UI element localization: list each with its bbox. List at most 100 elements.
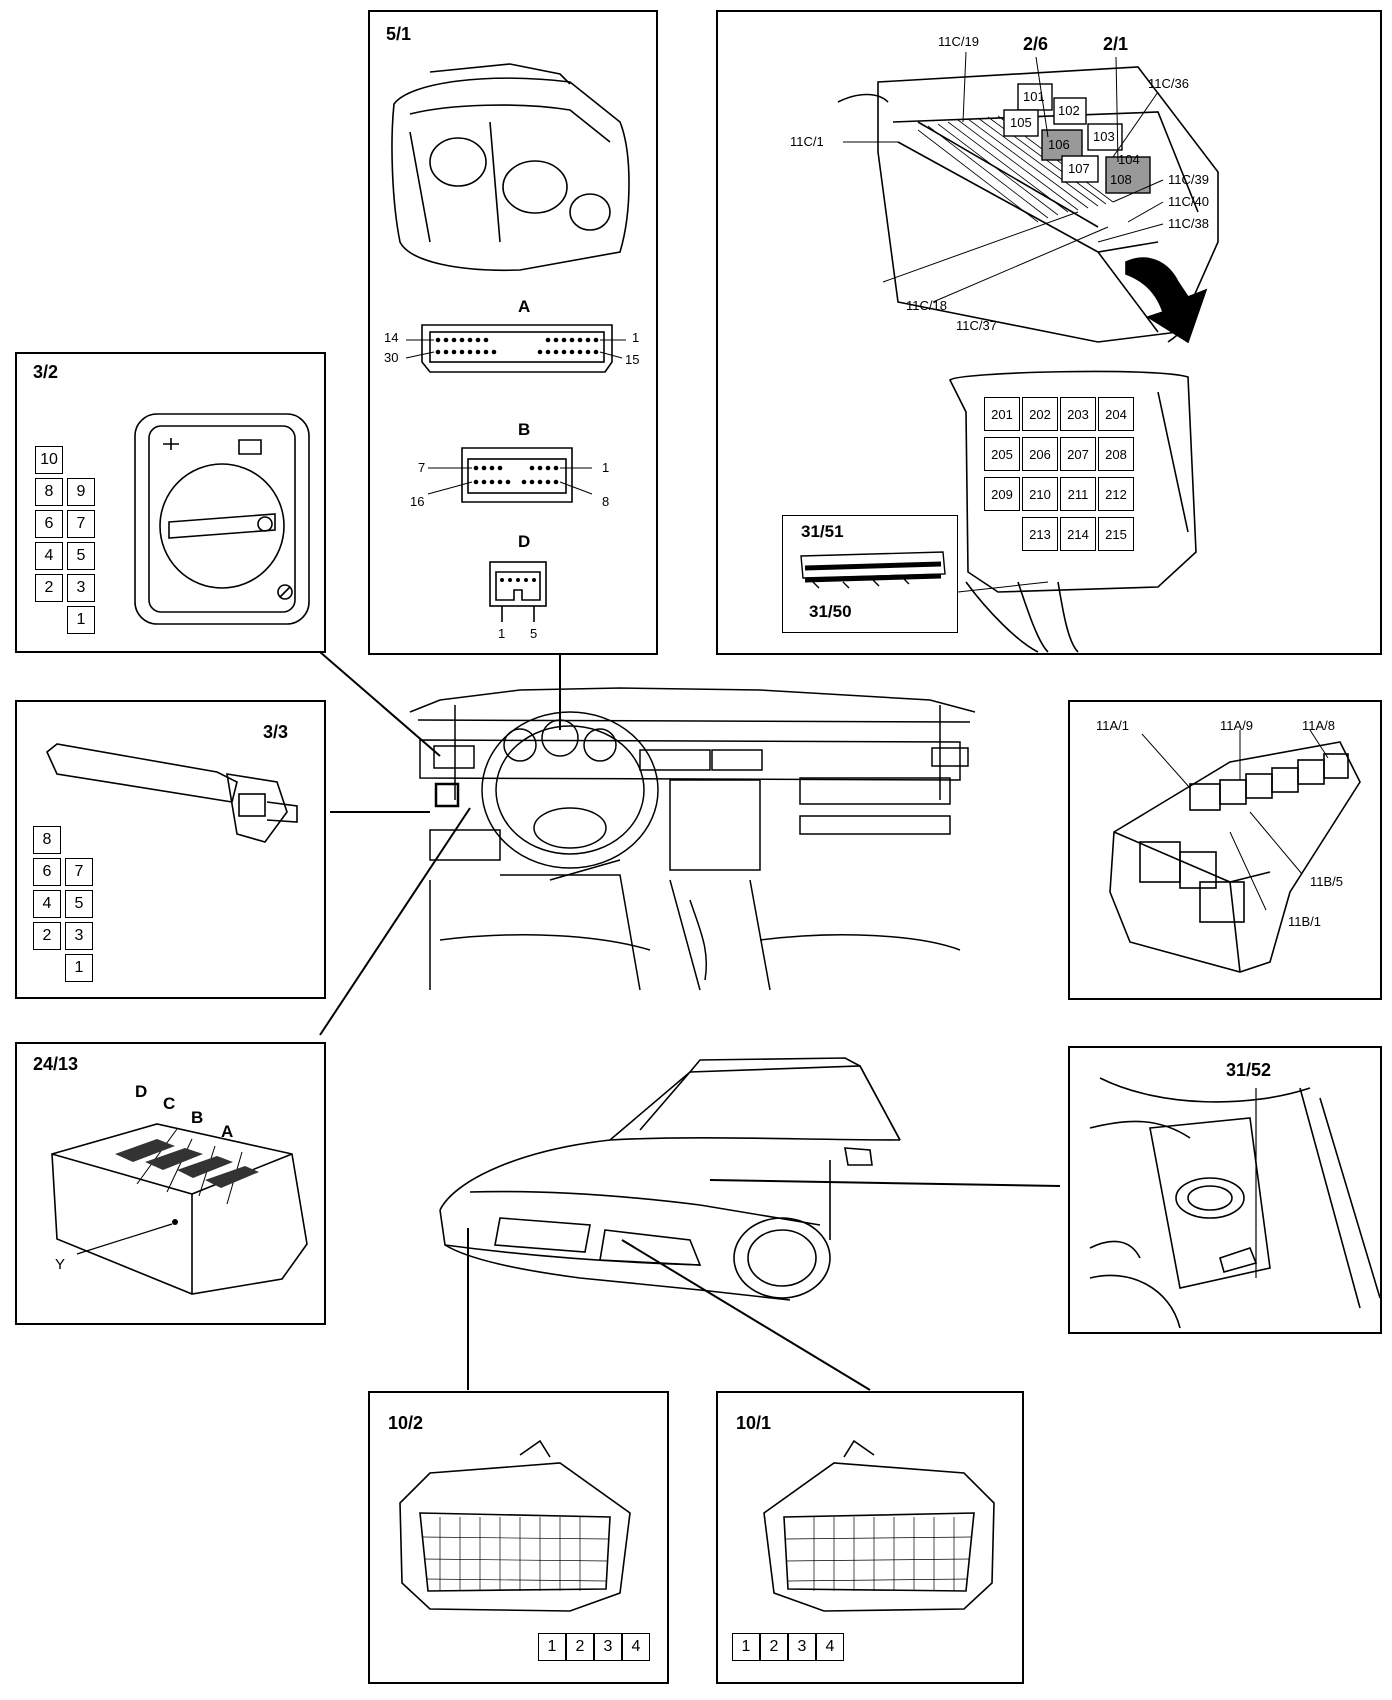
- relay-108: 108: [1110, 172, 1132, 187]
- relay-206: 206: [1022, 437, 1058, 471]
- conn-d-pin-1: 1: [498, 626, 506, 641]
- callout-2-6: 2/6: [1023, 34, 1049, 54]
- relay-104: 104: [1118, 152, 1140, 167]
- panel-label: 10/2: [388, 1413, 424, 1433]
- relay-106: 106: [1048, 137, 1070, 152]
- panel-label: 3/2: [33, 362, 59, 382]
- relay-101: 101: [1023, 89, 1045, 104]
- connector-b-label: B: [518, 420, 531, 439]
- relay-215: 215: [1098, 517, 1134, 551]
- connector-a-label: A: [518, 297, 531, 316]
- switch-pin-6: 6: [35, 510, 63, 538]
- relay-210: 210: [1022, 477, 1058, 511]
- engine-bay-illustration: [1089, 1077, 1381, 1329]
- lamp-pin-4: 4: [622, 1633, 650, 1661]
- callout-11c-36: 11C/36: [1148, 76, 1189, 91]
- dashboard-illustration: [409, 687, 976, 991]
- callout-11c-18: 11C/18: [906, 298, 947, 313]
- relay-103: 103: [1093, 129, 1115, 144]
- panel-fusebox: 11C/19 2/6 2/1 11C/36 11C/1 11C/39 11C/4…: [716, 10, 1382, 655]
- relay-213: 213: [1022, 517, 1058, 551]
- relay-202: 202: [1022, 397, 1058, 431]
- switch-pin-8: 8: [35, 478, 63, 506]
- relay-204: 204: [1098, 397, 1134, 431]
- stalk-pin-2: 2: [33, 922, 61, 950]
- stalk-pin-3: 3: [65, 922, 93, 950]
- switch-pin-9: 9: [67, 478, 95, 506]
- conn-b-pin-8: 8: [602, 494, 610, 509]
- panel-label: 3/3: [263, 722, 289, 742]
- panel-relaybox-11: 11A/1 11A/9 11A/8 11B/5 11B/1: [1068, 700, 1382, 1000]
- lamp-pin-2: 2: [566, 1633, 594, 1661]
- stalk-pin-5: 5: [65, 890, 93, 918]
- callout-11a-9: 11A/9: [1220, 718, 1254, 733]
- panel-10-2: 10/2 1 2 3 4: [368, 1391, 669, 1684]
- callout-11c-37: 11C/37: [956, 318, 997, 333]
- stalk-pin-8: 8: [33, 826, 61, 854]
- stalk-pin-6: 6: [33, 858, 61, 886]
- conn-b-pin-16: 16: [410, 494, 425, 509]
- relay-211: 211: [1060, 477, 1096, 511]
- fuse-letter-a: A: [221, 1122, 234, 1141]
- callout-11b-5: 11B/5: [1310, 874, 1344, 889]
- lamp-pin-1: 1: [538, 1633, 566, 1661]
- connector-d-label: D: [518, 532, 531, 551]
- callout-11c-40: 11C/40: [1168, 194, 1209, 209]
- fuse-letter-b: B: [191, 1108, 204, 1127]
- car-illustration: [439, 1057, 901, 1301]
- callout-11a-1: 11A/1: [1096, 718, 1130, 733]
- relay-208: 208: [1098, 437, 1134, 471]
- panel-3-3: 3/3 8 6 7 4 5 2 3 1: [15, 700, 326, 999]
- conn-b-pin-1: 1: [602, 460, 610, 475]
- conn-a-pin-14: 14: [384, 330, 399, 345]
- relay-205: 205: [984, 437, 1020, 471]
- connector-a: [405, 324, 626, 373]
- panel-31-52: 31/52: [1068, 1046, 1382, 1334]
- callout-11b-1: 11B/1: [1288, 914, 1322, 929]
- callout-11c-19: 11C/19: [938, 34, 979, 49]
- panel-24-13: 24/13 D C B A Y: [15, 1042, 326, 1325]
- switch-pin-5: 5: [67, 542, 95, 570]
- light-switch-illustration: [134, 413, 310, 625]
- lamp-pin-2: 2: [760, 1633, 788, 1661]
- instrument-cluster-illustration: [391, 63, 630, 272]
- panel-10-1: 10/1 1 2 3 4: [716, 1391, 1024, 1684]
- callout-11c-1: 11C/1: [790, 134, 824, 149]
- fuse-letter-d: D: [135, 1082, 148, 1101]
- leader-lines: [319, 651, 1061, 1391]
- marker-y: Y: [55, 1256, 66, 1273]
- relay-box-illustration: [1109, 729, 1361, 973]
- conn-b-pin-7: 7: [418, 460, 426, 475]
- panel-5-1: 5/1 A 14 30 1 15: [368, 10, 658, 655]
- inset-label-31-50: 31/50: [809, 602, 852, 621]
- callout-11a-8: 11A/8: [1302, 718, 1336, 733]
- relay-207: 207: [1060, 437, 1096, 471]
- conn-a-pin-1: 1: [632, 330, 640, 345]
- stalk-switch-illustration: [46, 743, 298, 843]
- lamp-pin-4: 4: [816, 1633, 844, 1661]
- fuse-holder-illustration: [51, 1123, 308, 1295]
- connector-d: [489, 561, 547, 622]
- relay-203: 203: [1060, 397, 1096, 431]
- panel-3-2: 3/2 10 8 9 6 7 4 5 2 3 1: [15, 352, 326, 653]
- callout-2-1: 2/1: [1103, 34, 1129, 54]
- stalk-pin-4: 4: [33, 890, 61, 918]
- panel-label: 31/52: [1226, 1060, 1272, 1080]
- switch-pin-10: 10: [35, 446, 63, 474]
- lamp-pin-3: 3: [594, 1633, 622, 1661]
- conn-d-pin-5: 5: [530, 626, 538, 641]
- relay-212: 212: [1098, 477, 1134, 511]
- central-electrical-unit-illustration: [837, 51, 1219, 653]
- switch-pin-1: 1: [67, 606, 95, 634]
- callout-11c-38: 11C/38: [1168, 216, 1209, 231]
- conn-a-pin-15: 15: [625, 352, 640, 367]
- callout-11c-39: 11C/39: [1168, 172, 1209, 187]
- relay-105: 105: [1010, 115, 1032, 130]
- stalk-pin-1: 1: [65, 954, 93, 982]
- lamp-pin-3: 3: [788, 1633, 816, 1661]
- fuse-letter-c: C: [163, 1094, 176, 1113]
- switch-pin-7: 7: [67, 510, 95, 538]
- relay-214: 214: [1060, 517, 1096, 551]
- lamp-pin-1: 1: [732, 1633, 760, 1661]
